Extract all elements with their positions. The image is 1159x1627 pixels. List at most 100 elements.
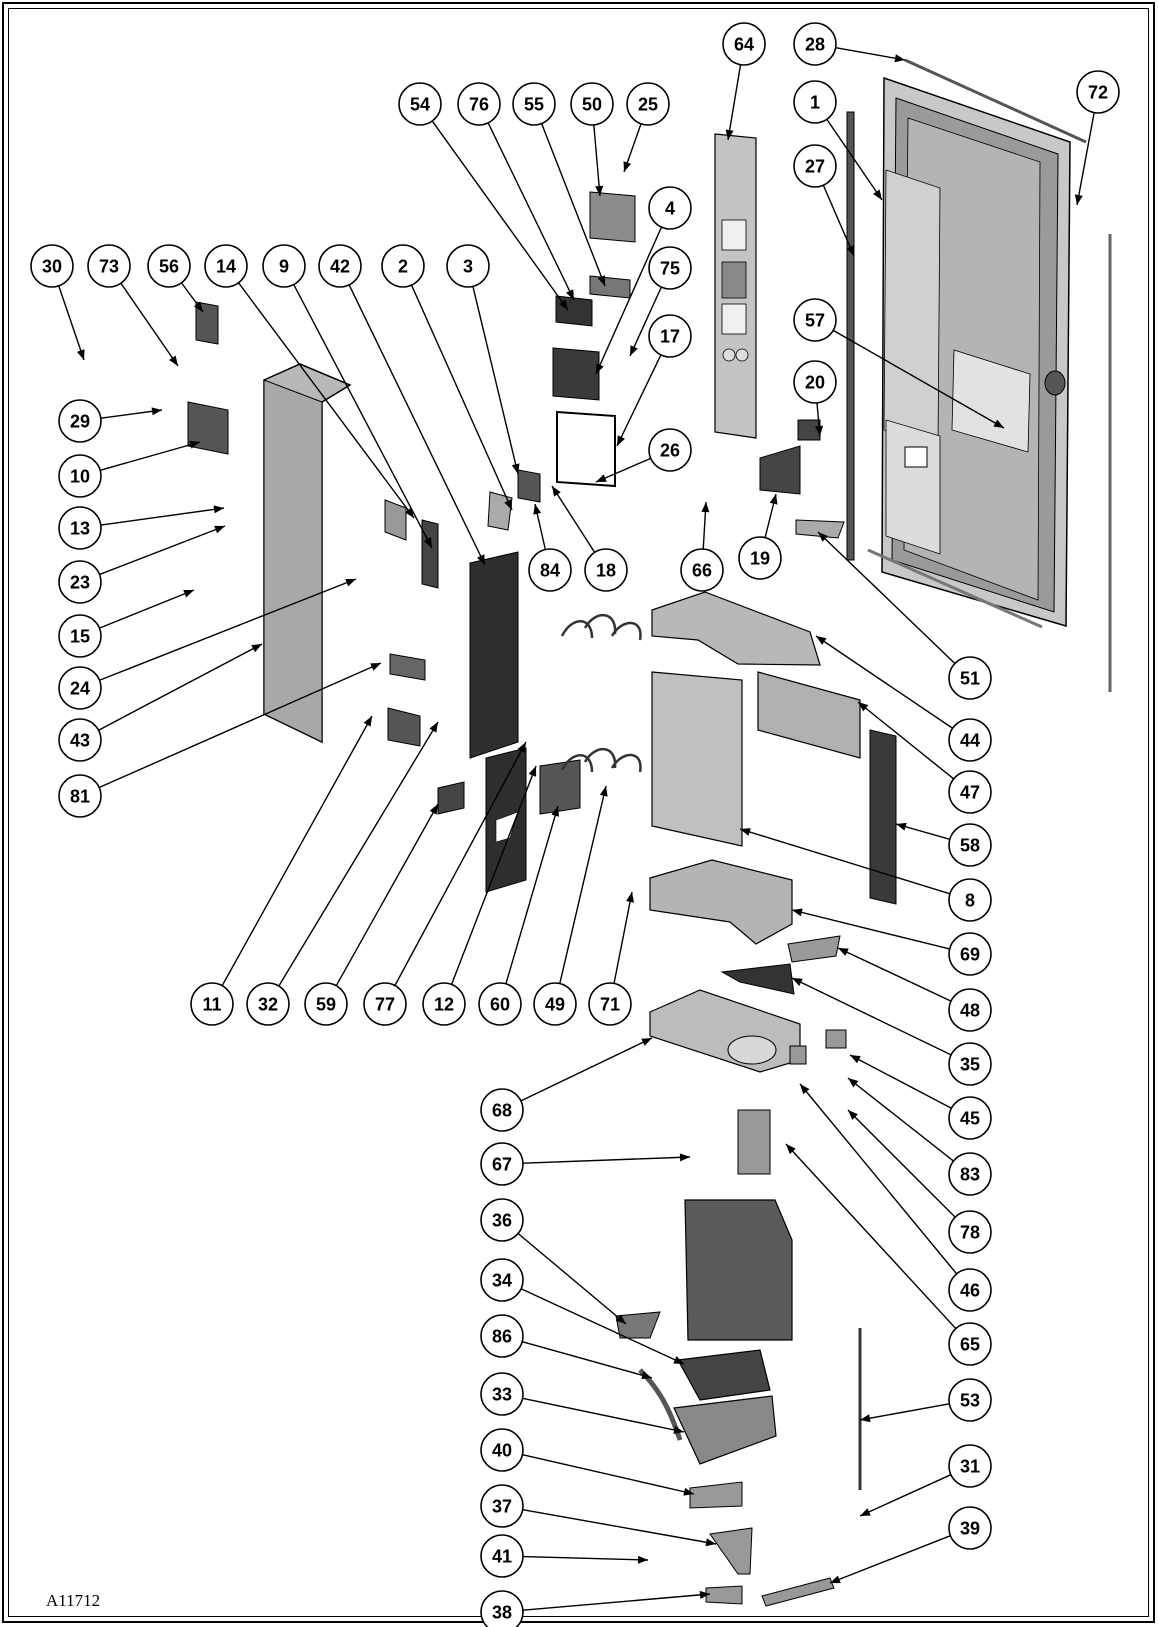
callout-11: 11 xyxy=(190,982,234,1026)
callout-circle-32 xyxy=(246,982,290,1026)
callout-label-10: 10 xyxy=(70,467,90,487)
leader-line-55 xyxy=(540,123,606,287)
leader-arrow-64 xyxy=(725,129,734,140)
leader-line-41 xyxy=(522,1555,649,1561)
callout-label-13: 13 xyxy=(70,519,90,539)
leader-line-24 xyxy=(99,578,357,681)
callout-circle-75 xyxy=(648,246,692,290)
callout-circle-10 xyxy=(58,454,102,498)
callout-circle-73 xyxy=(87,244,131,288)
leader-arrow-36 xyxy=(615,1314,626,1324)
callout-76: 76 xyxy=(457,82,501,126)
leader-line-11 xyxy=(221,715,373,986)
callout-label-1: 1 xyxy=(810,93,820,113)
callout-39: 39 xyxy=(948,1506,992,1550)
callout-83: 83 xyxy=(948,1152,992,1196)
chassis-parts xyxy=(649,591,897,995)
callout-label-56: 56 xyxy=(159,257,179,277)
callout-circle-55 xyxy=(512,82,556,126)
leader-arrow-45 xyxy=(850,1055,861,1064)
callout-2: 2 xyxy=(381,244,425,288)
leader-arrow-59 xyxy=(429,804,438,815)
leader-arrow-3 xyxy=(511,463,520,474)
callout-label-20: 20 xyxy=(805,373,825,393)
callout-circle-31 xyxy=(948,1444,992,1488)
callout-77: 77 xyxy=(363,982,407,1026)
callout-32: 32 xyxy=(246,982,290,1026)
leader-arrow-33 xyxy=(673,1426,684,1434)
callout-circle-48 xyxy=(948,988,992,1032)
leader-arrow-24 xyxy=(345,578,356,587)
callout-71: 71 xyxy=(588,982,632,1026)
leader-arrow-18 xyxy=(552,486,561,497)
callout-17: 17 xyxy=(648,314,692,358)
leader-lines xyxy=(58,46,1095,1611)
leader-line-71 xyxy=(613,891,633,984)
leader-arrow-27 xyxy=(846,245,854,256)
callout-circle-41 xyxy=(480,1534,524,1578)
leader-arrow-8 xyxy=(740,828,751,836)
callout-label-25: 25 xyxy=(638,95,658,115)
callout-78: 78 xyxy=(948,1210,992,1254)
leader-arrow-23 xyxy=(214,525,225,534)
leader-line-37 xyxy=(522,1508,717,1545)
leader-line-73 xyxy=(120,282,179,367)
callout-35: 35 xyxy=(948,1042,992,1086)
callout-label-11: 11 xyxy=(202,995,221,1015)
leader-line-36 xyxy=(517,1232,627,1325)
callout-label-76: 76 xyxy=(469,95,489,115)
callout-37: 37 xyxy=(480,1484,524,1528)
leader-arrow-11 xyxy=(363,716,372,727)
callout-9: 9 xyxy=(262,244,306,288)
callout-67: 67 xyxy=(480,1142,524,1186)
leader-line-69 xyxy=(791,909,950,950)
callout-circle-68 xyxy=(480,1088,524,1132)
callout-label-46: 46 xyxy=(960,1281,980,1301)
leader-line-23 xyxy=(99,525,226,576)
leader-arrow-20 xyxy=(815,425,824,436)
leader-arrow-38 xyxy=(699,1590,710,1599)
leader-arrow-14 xyxy=(404,507,414,518)
callout-circle-33 xyxy=(480,1372,524,1416)
leader-arrow-72 xyxy=(1074,194,1083,205)
callout-circle-43 xyxy=(58,718,102,762)
leader-line-81 xyxy=(98,662,382,789)
callout-circle-56 xyxy=(147,244,191,288)
leader-arrow-86 xyxy=(641,1371,652,1380)
callout-label-9: 9 xyxy=(279,257,289,277)
callout-8: 8 xyxy=(948,878,992,922)
callout-label-77: 77 xyxy=(375,995,395,1015)
leader-arrow-69 xyxy=(792,908,803,917)
leader-line-47 xyxy=(857,701,955,780)
leader-line-3 xyxy=(472,286,519,475)
leader-arrow-44 xyxy=(816,636,827,645)
callout-55: 55 xyxy=(512,82,556,126)
leader-line-12 xyxy=(450,765,537,985)
callout-circle-14 xyxy=(204,244,248,288)
leader-line-39 xyxy=(829,1535,951,1584)
callout-label-28: 28 xyxy=(805,35,825,55)
lower-assemblies xyxy=(615,1029,862,1607)
callout-49: 49 xyxy=(533,982,577,1026)
callout-circle-44 xyxy=(948,718,992,762)
callout-24: 24 xyxy=(58,666,102,710)
callout-1: 1 xyxy=(793,80,837,124)
callout-circle-37 xyxy=(480,1484,524,1528)
callout-label-42: 42 xyxy=(330,257,350,277)
callout-46: 46 xyxy=(948,1268,992,1312)
callout-circle-69 xyxy=(948,932,992,976)
leader-arrow-32 xyxy=(429,722,438,733)
callout-65: 65 xyxy=(948,1322,992,1366)
callout-label-57: 57 xyxy=(805,311,825,331)
leader-line-46 xyxy=(799,1083,958,1275)
callout-circle-76 xyxy=(457,82,501,126)
leader-arrow-39 xyxy=(830,1575,841,1584)
leader-line-60 xyxy=(505,805,559,985)
callout-label-71: 71 xyxy=(600,995,620,1015)
leader-line-10 xyxy=(100,441,201,471)
leader-line-14 xyxy=(237,282,415,519)
callout-label-69: 69 xyxy=(960,945,980,965)
callout-label-41: 41 xyxy=(492,1547,512,1567)
callout-label-49: 49 xyxy=(545,995,565,1015)
callout-circle-77 xyxy=(363,982,407,1026)
